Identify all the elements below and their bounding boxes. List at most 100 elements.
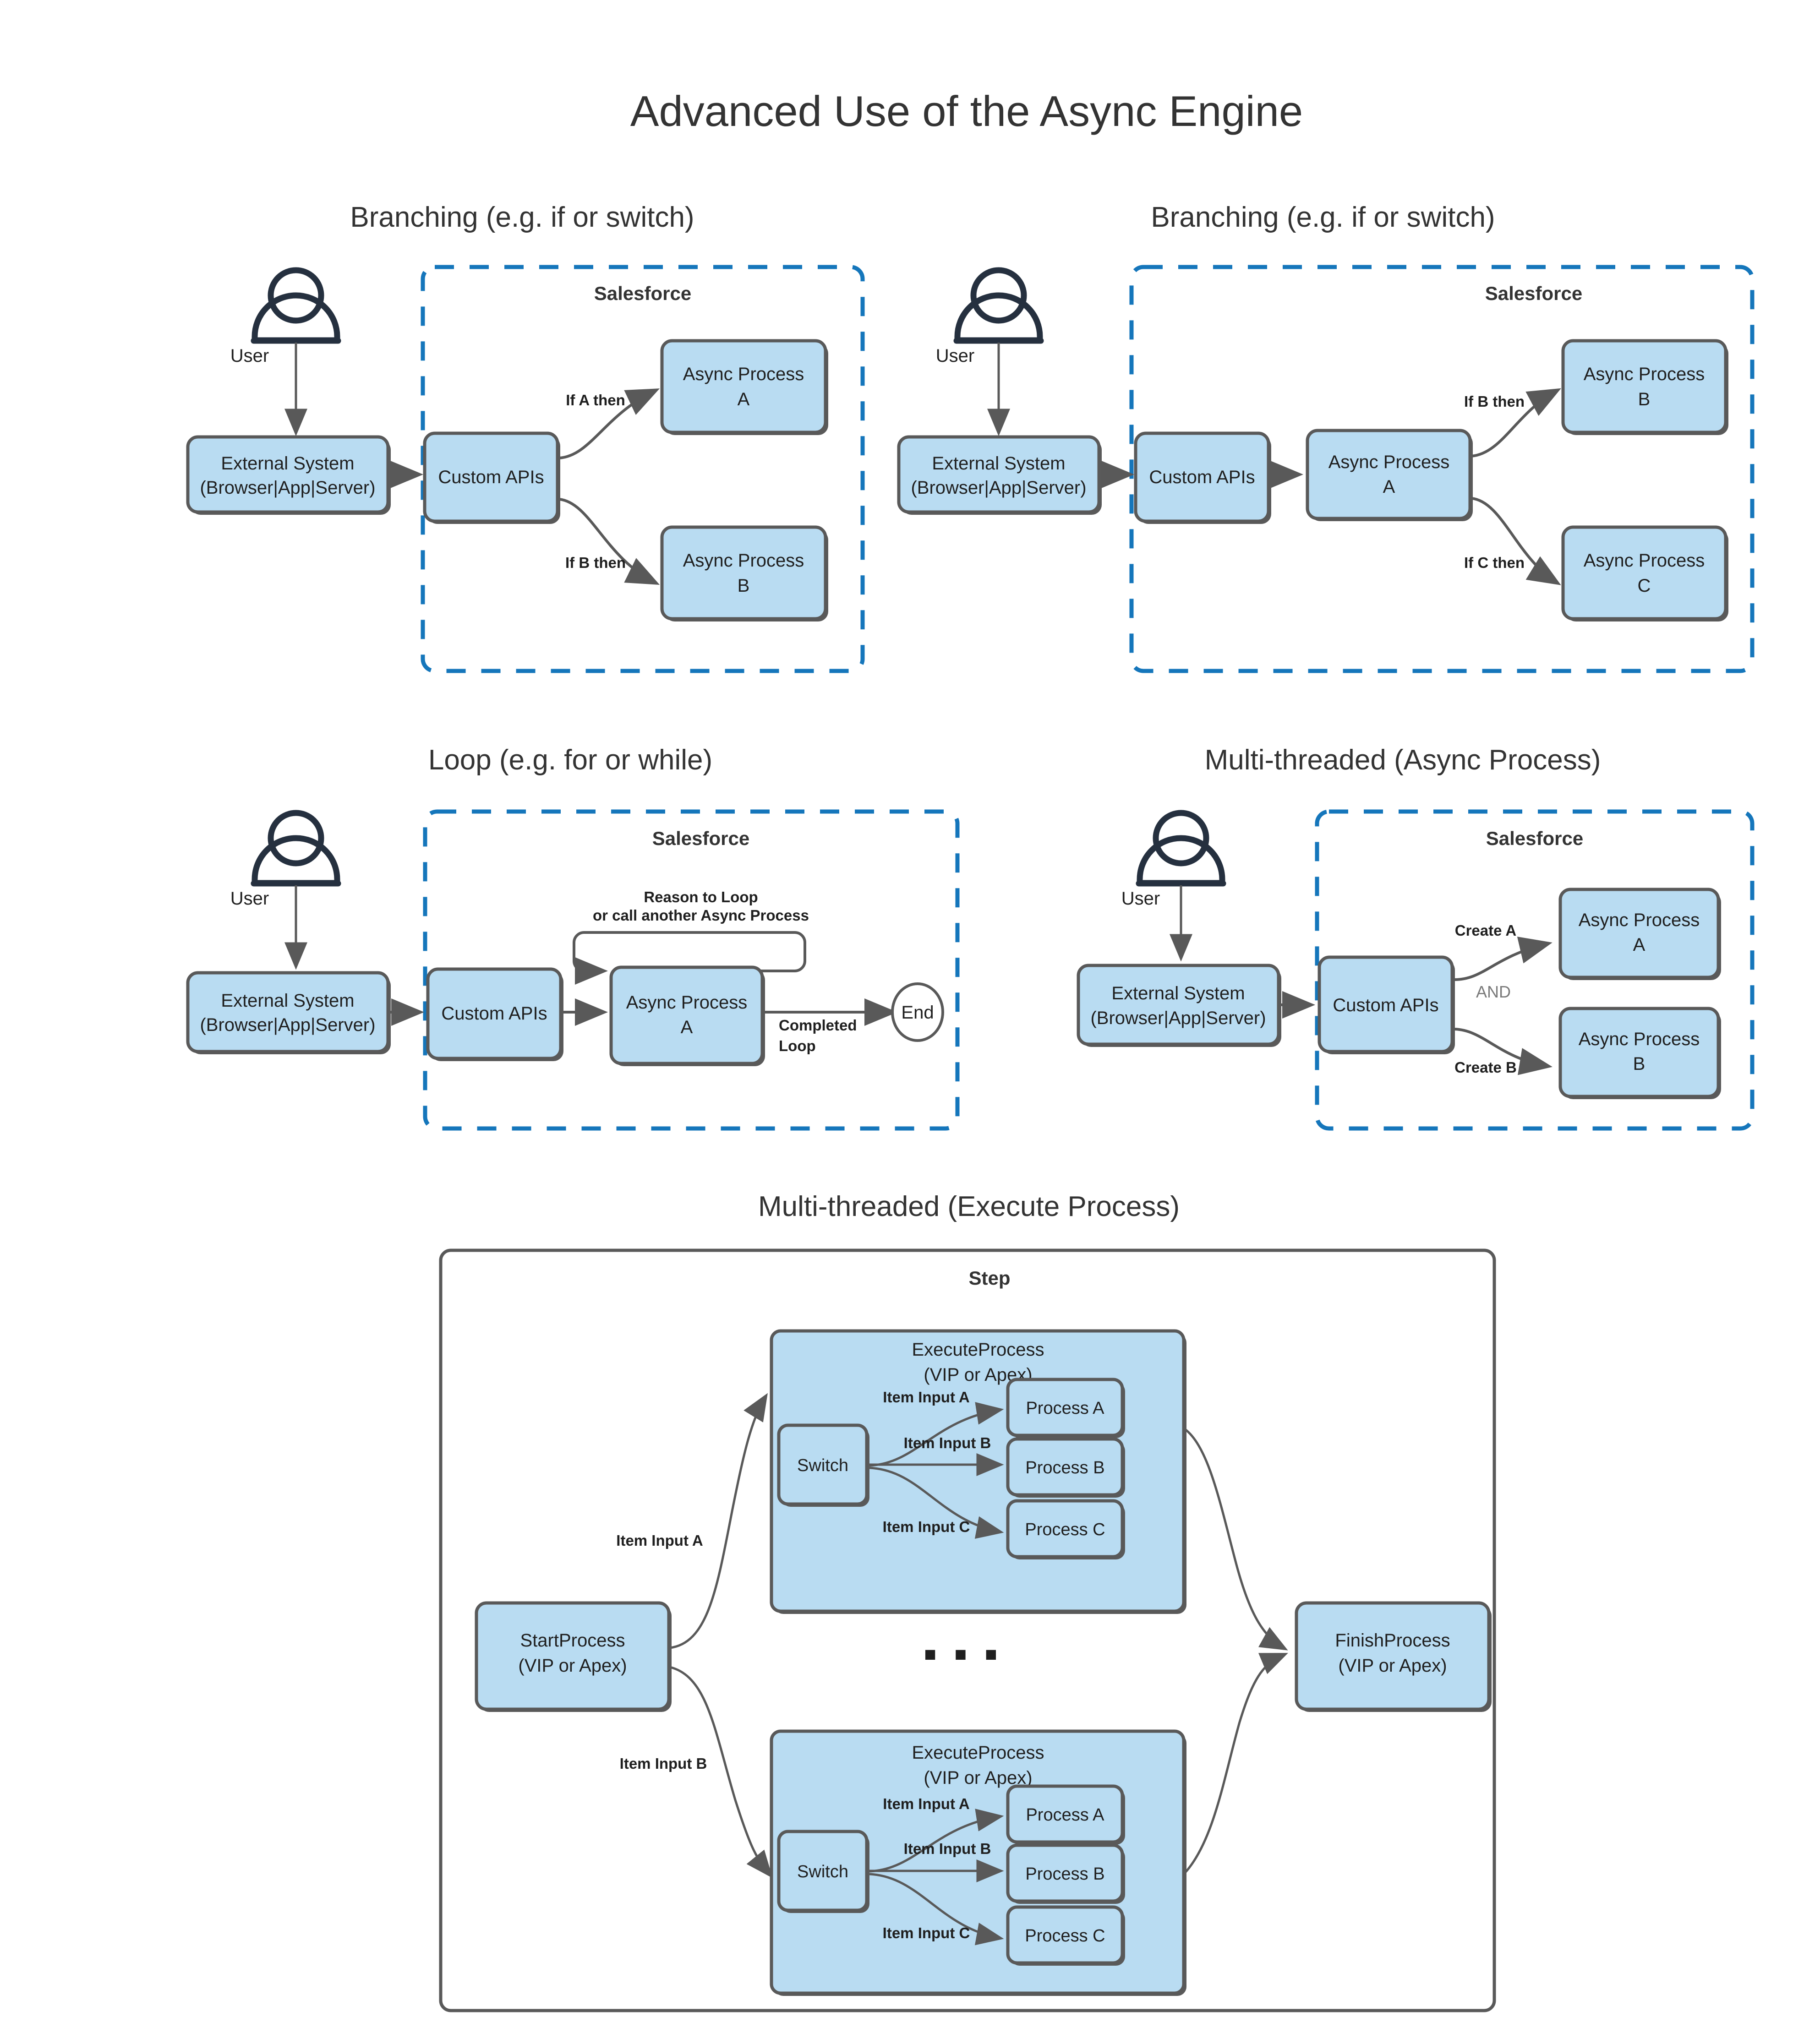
node-custom-apis-label-2: Custom APIs (1149, 467, 1255, 487)
node-async-a-label-line2-1: A (738, 389, 750, 409)
node-async-a-label-line2-2: A (1383, 477, 1395, 497)
node-external-system-4[interactable]: External System (Browser|App|Server) (1077, 964, 1281, 1047)
edge-label-if-b-then-1: If B then (565, 554, 626, 571)
user-icon (251, 267, 341, 344)
node-async-a-label-line2-4: A (1633, 935, 1645, 955)
user-icon (1136, 810, 1226, 887)
node-async-b-label-line1-4: Async Process (1579, 1029, 1700, 1049)
edge-label-item-c-top: Item Input C (883, 1518, 970, 1535)
node-process-b-top[interactable]: Process B (1006, 1437, 1125, 1498)
user-icon (953, 267, 1044, 344)
ellipsis-indicator: ▪ ▪ ▪ (923, 1632, 1000, 1676)
diagram-title-branching-2: Branching (e.g. if or switch) (1151, 202, 1495, 233)
edge-async-a-to-async-b-2 (1471, 388, 1561, 458)
diagram-title-branching-1: Branching (e.g. if or switch) (350, 202, 694, 233)
salesforce-zone-label-2: Salesforce (1485, 283, 1582, 304)
edge-switch-to-process-a-top (869, 1402, 1004, 1467)
node-process-a-bottom[interactable]: Process A (1006, 1784, 1125, 1845)
diagram-title-mt-async: Multi-threaded (Async Process) (1205, 744, 1601, 776)
node-custom-apis-2[interactable]: Custom APIs (1134, 431, 1271, 524)
node-external-system-label-line2-3: (Browser|App|Server) (200, 1015, 375, 1035)
node-async-process-b-4[interactable]: Async Process B (1558, 1007, 1721, 1099)
node-async-a-label-line2-3: A (681, 1017, 693, 1037)
node-external-system-1[interactable]: External System (Browser|App|Server) (186, 435, 391, 515)
node-switch-bottom[interactable]: Switch (777, 1830, 869, 1913)
node-async-b-label-line2-1: B (738, 576, 750, 596)
node-external-system-label-line1-4: External System (1111, 983, 1245, 1003)
loop-note-line1: Reason to Loop (644, 888, 758, 905)
node-start-process[interactable]: StartProcess (VIP or Apex) (475, 1601, 672, 1712)
salesforce-zone-4 (1315, 809, 1755, 1131)
loop-note-line2: or call another Async Process (593, 907, 809, 924)
diagram-title-loop: Loop (e.g. for or while) (428, 744, 712, 776)
node-async-a-label-line1-3: Async Process (626, 992, 748, 1013)
salesforce-zone-3 (423, 809, 960, 1131)
edge-label-item-a-top: Item Input A (883, 1389, 969, 1406)
page-title: Advanced Use of the Async Engine (630, 87, 1303, 135)
node-external-system-label-line1-3: External System (221, 991, 354, 1011)
node-async-process-a-3[interactable]: Async Process A (609, 965, 765, 1066)
user-icon (251, 810, 341, 887)
node-async-process-b-1[interactable]: Async Process B (660, 525, 828, 621)
node-async-b-label-line1-2: Async Process (1584, 364, 1705, 384)
node-custom-apis-label-4: Custom APIs (1333, 995, 1438, 1015)
node-custom-apis-4[interactable]: Custom APIs (1317, 955, 1455, 1054)
diagram-branching-1: Branching (e.g. if or switch) Salesforce… (186, 202, 865, 673)
edge-switch-to-process-a-bottom (869, 1809, 1004, 1873)
node-async-process-a-2[interactable]: Async Process A (1306, 429, 1473, 521)
exec-top-label-line1: ExecuteProcess (912, 1340, 1044, 1360)
node-start-process-line1: StartProcess (520, 1630, 625, 1651)
actor-label-1: User (230, 346, 269, 366)
process-a-label-bottom: Process A (1026, 1805, 1104, 1825)
exec-bottom-label-line2: (VIP or Apex) (924, 1768, 1032, 1788)
node-process-b-bottom[interactable]: Process B (1006, 1843, 1125, 1904)
node-external-system-label-line1: External System (221, 453, 354, 474)
actor-label-3: User (230, 888, 269, 909)
diagram-multithreaded-execute: Multi-threaded (Execute Process) Step St… (439, 1191, 1496, 2012)
node-start-process-line2: (VIP or Apex) (518, 1656, 627, 1676)
step-container (439, 1248, 1496, 2012)
node-async-process-b-2[interactable]: Async Process B (1561, 339, 1728, 435)
node-end[interactable]: End (891, 982, 944, 1042)
node-async-b-label-line2-4: B (1633, 1054, 1645, 1074)
node-end-label: End (901, 1003, 934, 1023)
node-process-c-top[interactable]: Process C (1006, 1499, 1125, 1559)
node-async-a-label-line1-2: Async Process (1328, 452, 1450, 472)
node-async-process-a-1[interactable]: Async Process A (660, 339, 828, 435)
node-async-b-label-line2-2: B (1638, 389, 1651, 409)
edge-label-create-b: Create B (1454, 1059, 1517, 1076)
node-finish-process-line2: (VIP or Apex) (1338, 1656, 1447, 1676)
process-b-label-bottom: Process B (1025, 1864, 1104, 1884)
node-async-a-label-line1-4: Async Process (1579, 910, 1700, 930)
edge-label-if-b-then-2: If B then (1464, 393, 1525, 410)
node-external-system-2[interactable]: External System (Browser|App|Server) (897, 435, 1102, 515)
node-custom-apis-3[interactable]: Custom APIs (426, 967, 563, 1061)
edge-exec-bottom-to-finish (1184, 1653, 1288, 1874)
node-custom-apis-label-3: Custom APIs (441, 1003, 547, 1024)
actor-label-2: User (936, 346, 974, 366)
node-async-process-a-4[interactable]: Async Process A (1558, 888, 1721, 980)
node-finish-process[interactable]: FinishProcess (VIP or Apex) (1295, 1601, 1492, 1712)
edge-switch-to-process-c-bottom (869, 1873, 1004, 1946)
node-external-system-3[interactable]: External System (Browser|App|Server) (186, 971, 391, 1054)
step-container-label: Step (968, 1267, 1010, 1289)
edge-label-if-c-then-2: If C then (1464, 554, 1525, 571)
execute-process-block-top: ExecuteProcess (VIP or Apex) Switch Item… (770, 1329, 1186, 1614)
node-finish-process-line1: FinishProcess (1335, 1630, 1450, 1651)
salesforce-zone-label-3: Salesforce (652, 828, 749, 849)
salesforce-zone-label-4: Salesforce (1486, 828, 1583, 849)
edge-exec-top-to-finish (1184, 1428, 1288, 1651)
actor-label-4: User (1121, 888, 1160, 909)
node-process-a-top[interactable]: Process A (1006, 1378, 1125, 1438)
node-async-process-c-2[interactable]: Async Process C (1561, 525, 1728, 621)
diagram-title-mt-execute: Multi-threaded (Execute Process) (758, 1191, 1180, 1222)
edge-loop-back (573, 931, 806, 985)
node-process-c-bottom[interactable]: Process C (1006, 1905, 1125, 1966)
node-switch-top[interactable]: Switch (777, 1423, 869, 1507)
node-custom-apis-1[interactable]: Custom APIs (423, 431, 560, 524)
process-c-label-bottom: Process C (1025, 1926, 1105, 1946)
node-async-a-label-line1-1: Async Process (683, 364, 804, 384)
diagram-branching-2: Branching (e.g. if or switch) Salesforce… (897, 202, 1755, 673)
edge-api-to-async-a-1 (559, 388, 660, 459)
